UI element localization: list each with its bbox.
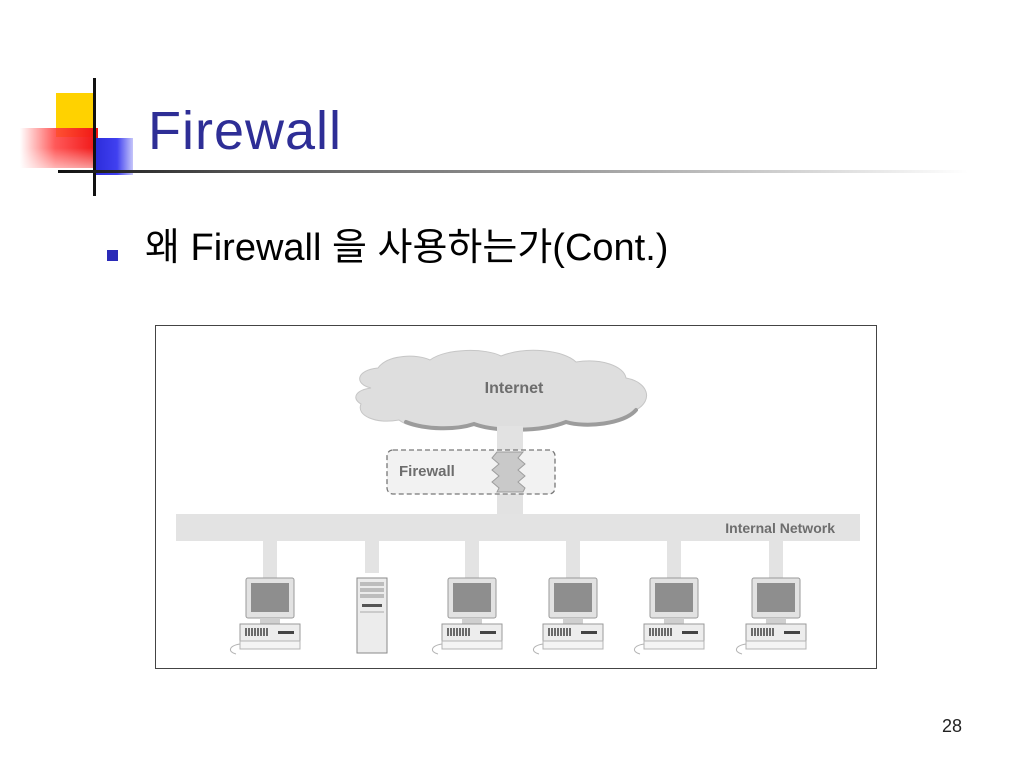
firewall-box: Firewall [386,449,556,495]
workstation-1-icon [229,577,301,655]
slide-title: Firewall [148,101,343,161]
bullet-marker [107,250,118,261]
internet-cloud: Internet [355,349,648,432]
workstation-2-icon [431,577,503,655]
internet-label: Internet [485,380,544,397]
internal-network-label: Internal Network [725,520,835,536]
workstation-5-icon [735,577,807,655]
bullet-text: 왜 Firewall 을 사용하는가(Cont.) [145,227,669,269]
page-number: 28 [941,716,962,736]
network-diagram: Internet Firewall Internal Network [155,325,877,669]
decor-vertical-line [93,78,96,196]
decor-red-fade [20,128,98,168]
server-icon [356,577,388,654]
decor-blue-square [93,138,133,175]
workstation-4-icon [633,577,705,655]
title-underline [58,170,968,173]
firewall-label: Firewall [399,463,455,480]
workstation-3-icon [532,577,604,655]
internal-network-bus [176,514,860,541]
